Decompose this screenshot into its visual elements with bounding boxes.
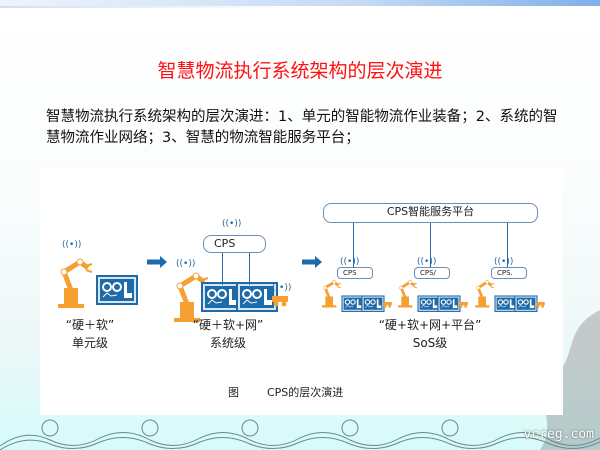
slide-title: 智慧物流执行系统架构的层次演进 [157, 60, 443, 82]
sub-cps-box: CPS. [491, 267, 527, 279]
group-label-line2: 单元级 [71, 336, 108, 350]
sos-subunit [396, 279, 468, 312]
figure-caption: 图 CPS的层次演进 [228, 386, 344, 399]
sos-level-label: “硬+软+网+平台” SoS级 [360, 316, 500, 352]
wireless-icon [62, 240, 82, 250]
slide-body-text: 智慧物流执行系统架构的层次演进：1、单元的智能物流作业装备；2、系统的智慧物流作… [46, 109, 558, 146]
unit-level-label: “硬＋软” 单元级 [40, 316, 140, 352]
arrow-right-icon [302, 256, 322, 268]
group-label-line1: “硬＋软+网” [192, 318, 264, 332]
wireless-icon [176, 259, 196, 269]
sos-subunit [473, 279, 545, 312]
arrow-right-icon [147, 256, 167, 268]
monitor-icon [236, 282, 278, 312]
wave-border-decoration [0, 419, 600, 450]
system-level-label: “硬＋软+网” 系统级 [168, 316, 288, 352]
group-label-line2: SoS级 [412, 336, 448, 350]
top-decoration-bar [0, 0, 600, 6]
cps-box: CPS [203, 235, 266, 253]
wireless-icon [222, 219, 242, 229]
wireless-icon [272, 283, 292, 293]
robot-arm-icon [58, 259, 92, 308]
group-label-line1: “硬＋软” [65, 318, 115, 332]
group-label-line2: 系统级 [209, 336, 246, 350]
cps-evolution-figure: ((•)) [40, 168, 563, 415]
cps-platform-box: CPS智能服务平台 [323, 203, 538, 223]
sub-cps-box: CPS [337, 267, 373, 279]
dragon-decoration [540, 310, 600, 450]
watermark: vcreg.com [523, 427, 594, 442]
sub-cps-box: CPS/ [414, 267, 450, 279]
cart-icon [272, 296, 288, 307]
group-label-line1: “硬+软+网+平台” [378, 318, 482, 332]
sos-subunit [320, 279, 392, 312]
top-decoration-line [0, 6, 300, 8]
monitor-icon [96, 275, 138, 305]
